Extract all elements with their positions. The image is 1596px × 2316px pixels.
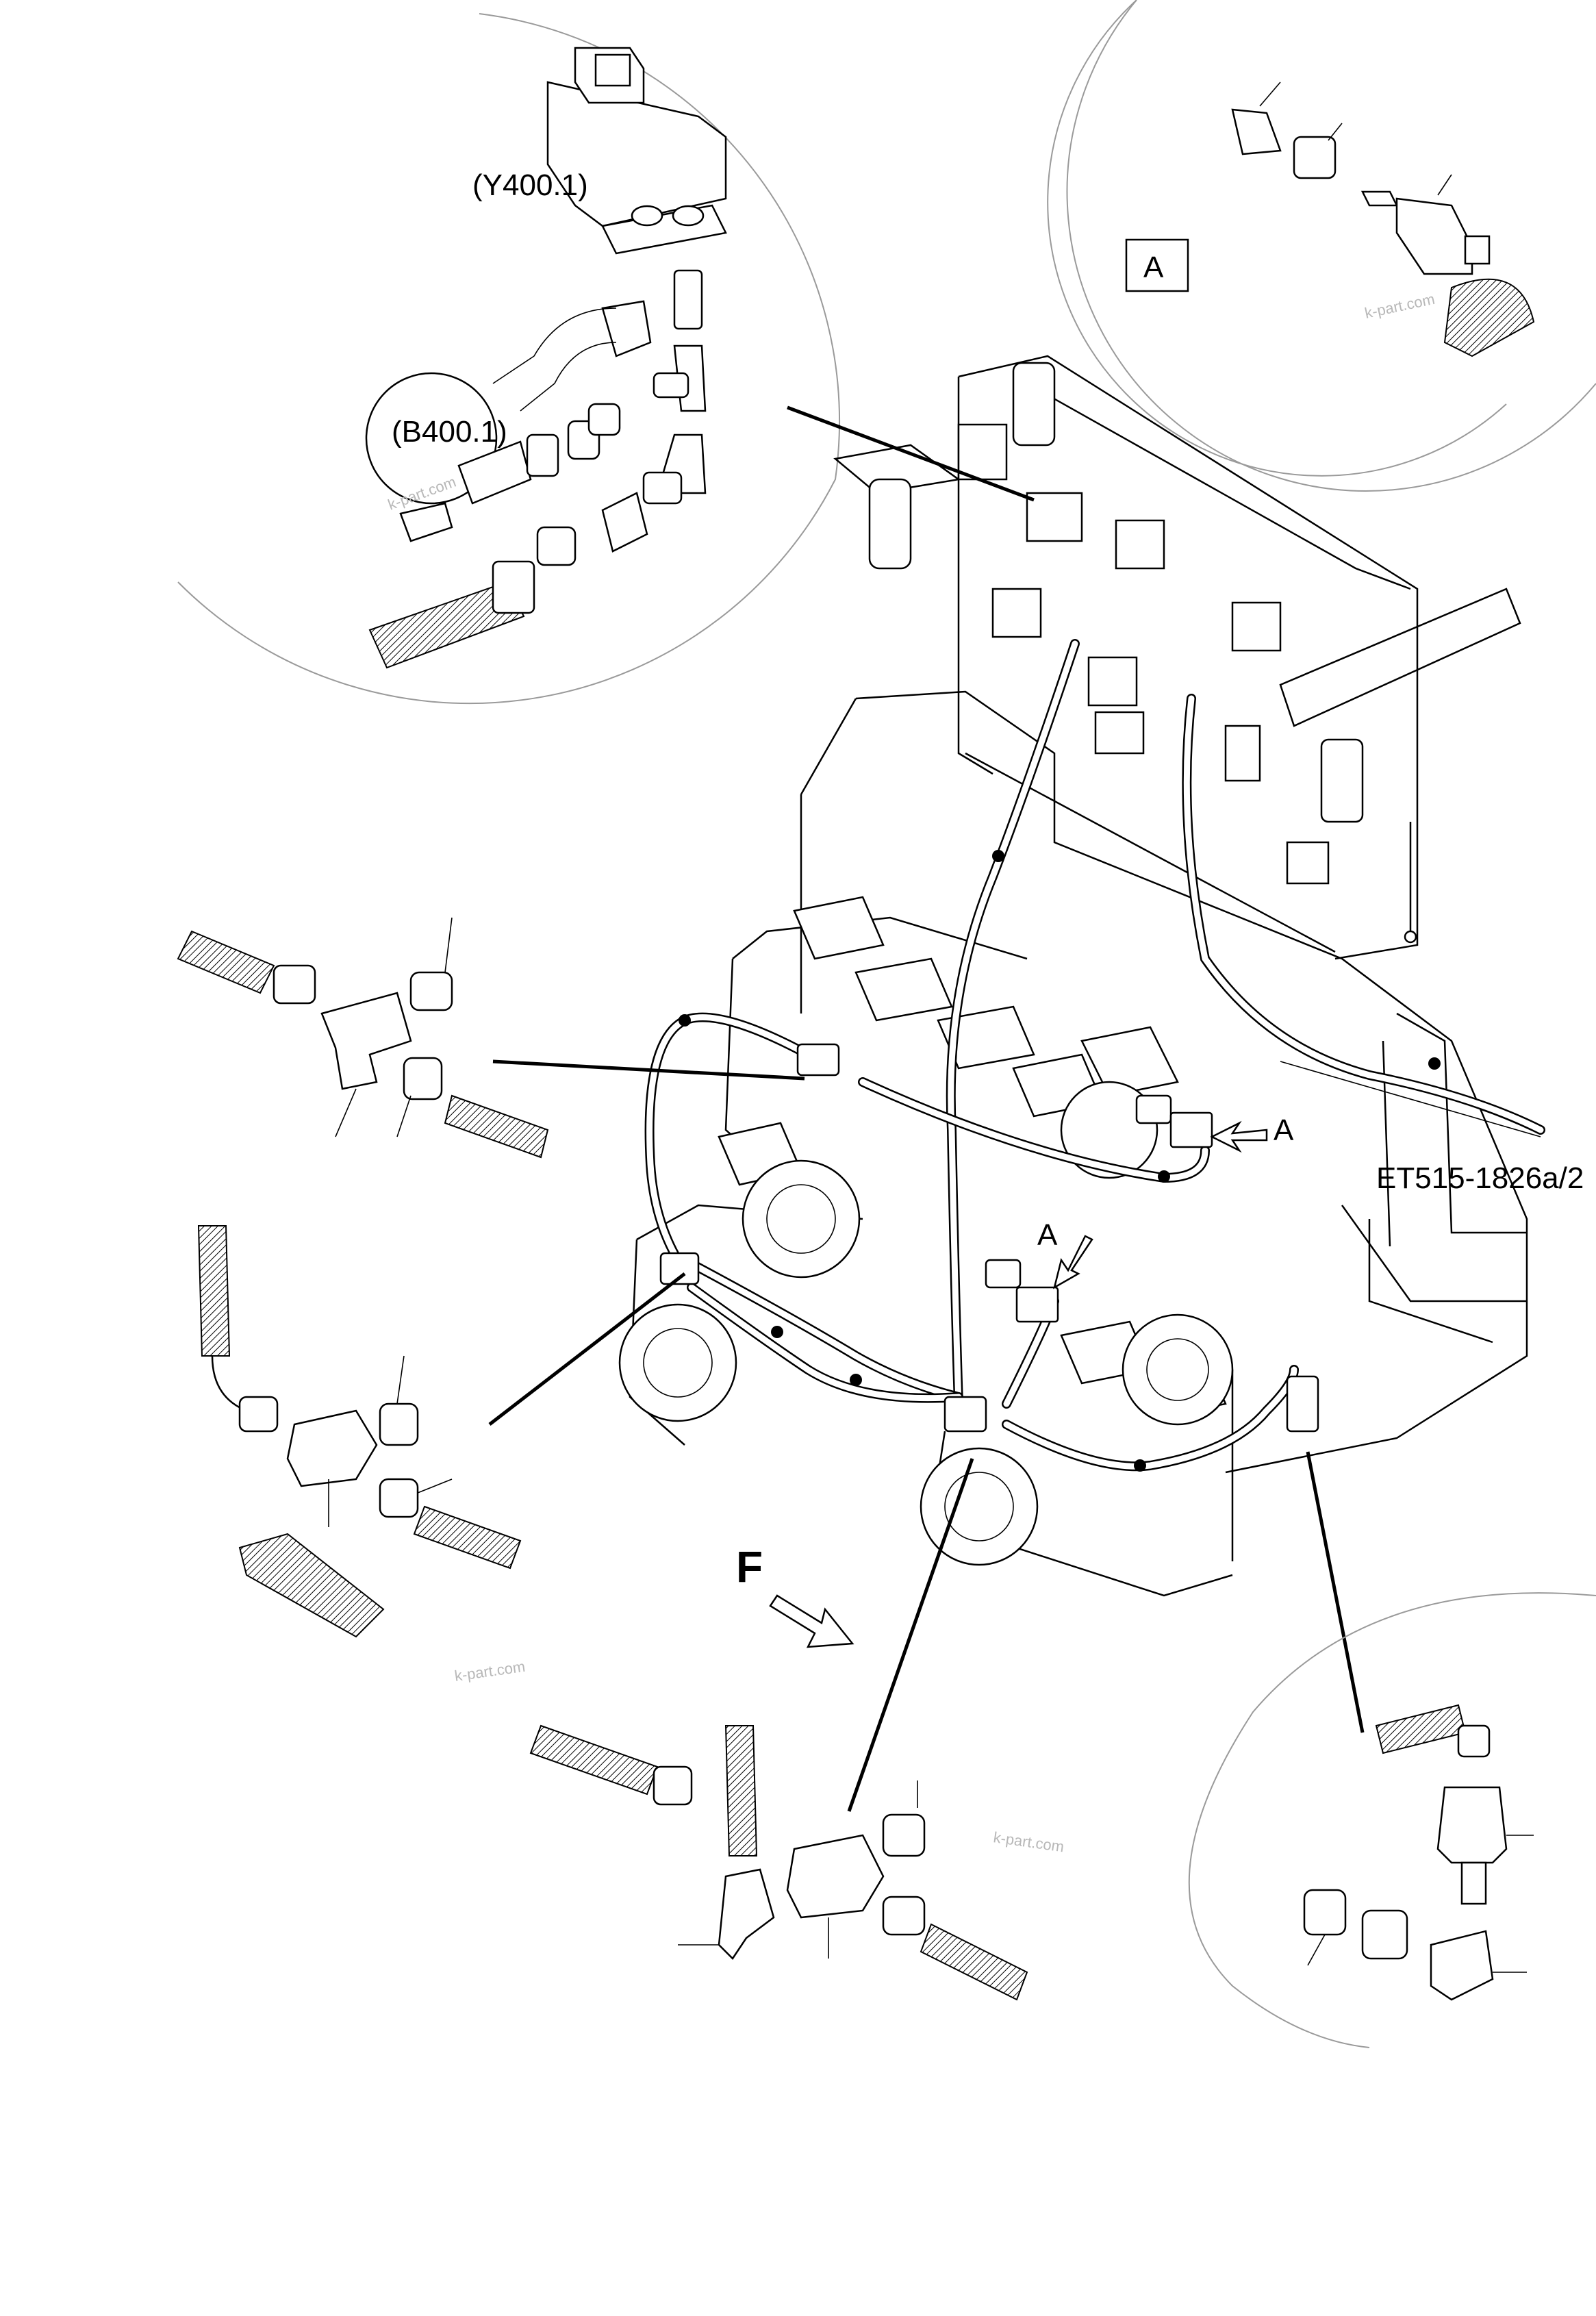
- drawing-number: ET515-1826a/2: [1376, 1161, 1584, 1195]
- detail-circle-valve: [177, 13, 840, 705]
- watermark: k-part.com: [992, 1828, 1065, 1855]
- label-y400: (Y400.1): [472, 168, 588, 202]
- pressure-sensor-b400: [399, 403, 621, 542]
- detail-cross-bottom: [529, 1724, 1028, 2001]
- hose-lines: [644, 639, 1545, 1472]
- detail-circle-bottom-right: [1188, 1592, 1596, 2048]
- label-arrow-a-lower: A: [1037, 1218, 1058, 1252]
- label-direction-f: F: [736, 1542, 763, 1591]
- pump-assembly: [618, 690, 1528, 1597]
- valve-block-bracket: [833, 355, 1521, 960]
- watermark: k-part.com: [1363, 290, 1436, 322]
- detail-circle-a: [1047, 0, 1596, 492]
- label-b400: (B400.1): [392, 415, 507, 449]
- label-detail-box-a: A: [1143, 251, 1164, 284]
- detail-cross-middle: [197, 1225, 522, 1638]
- callout-arrows-a: [1053, 1120, 1268, 1289]
- detail-a-box: [1125, 238, 1189, 292]
- solenoid-valve-y400: [546, 47, 727, 255]
- detail-tee-upper: [177, 917, 549, 1159]
- watermark: k-part.com: [385, 473, 458, 514]
- leader-lines: [488, 405, 1541, 1812]
- label-arrow-a-upper: A: [1274, 1113, 1294, 1147]
- direction-arrow-f: [769, 1594, 854, 1648]
- watermark: k-part.com: [453, 1658, 526, 1685]
